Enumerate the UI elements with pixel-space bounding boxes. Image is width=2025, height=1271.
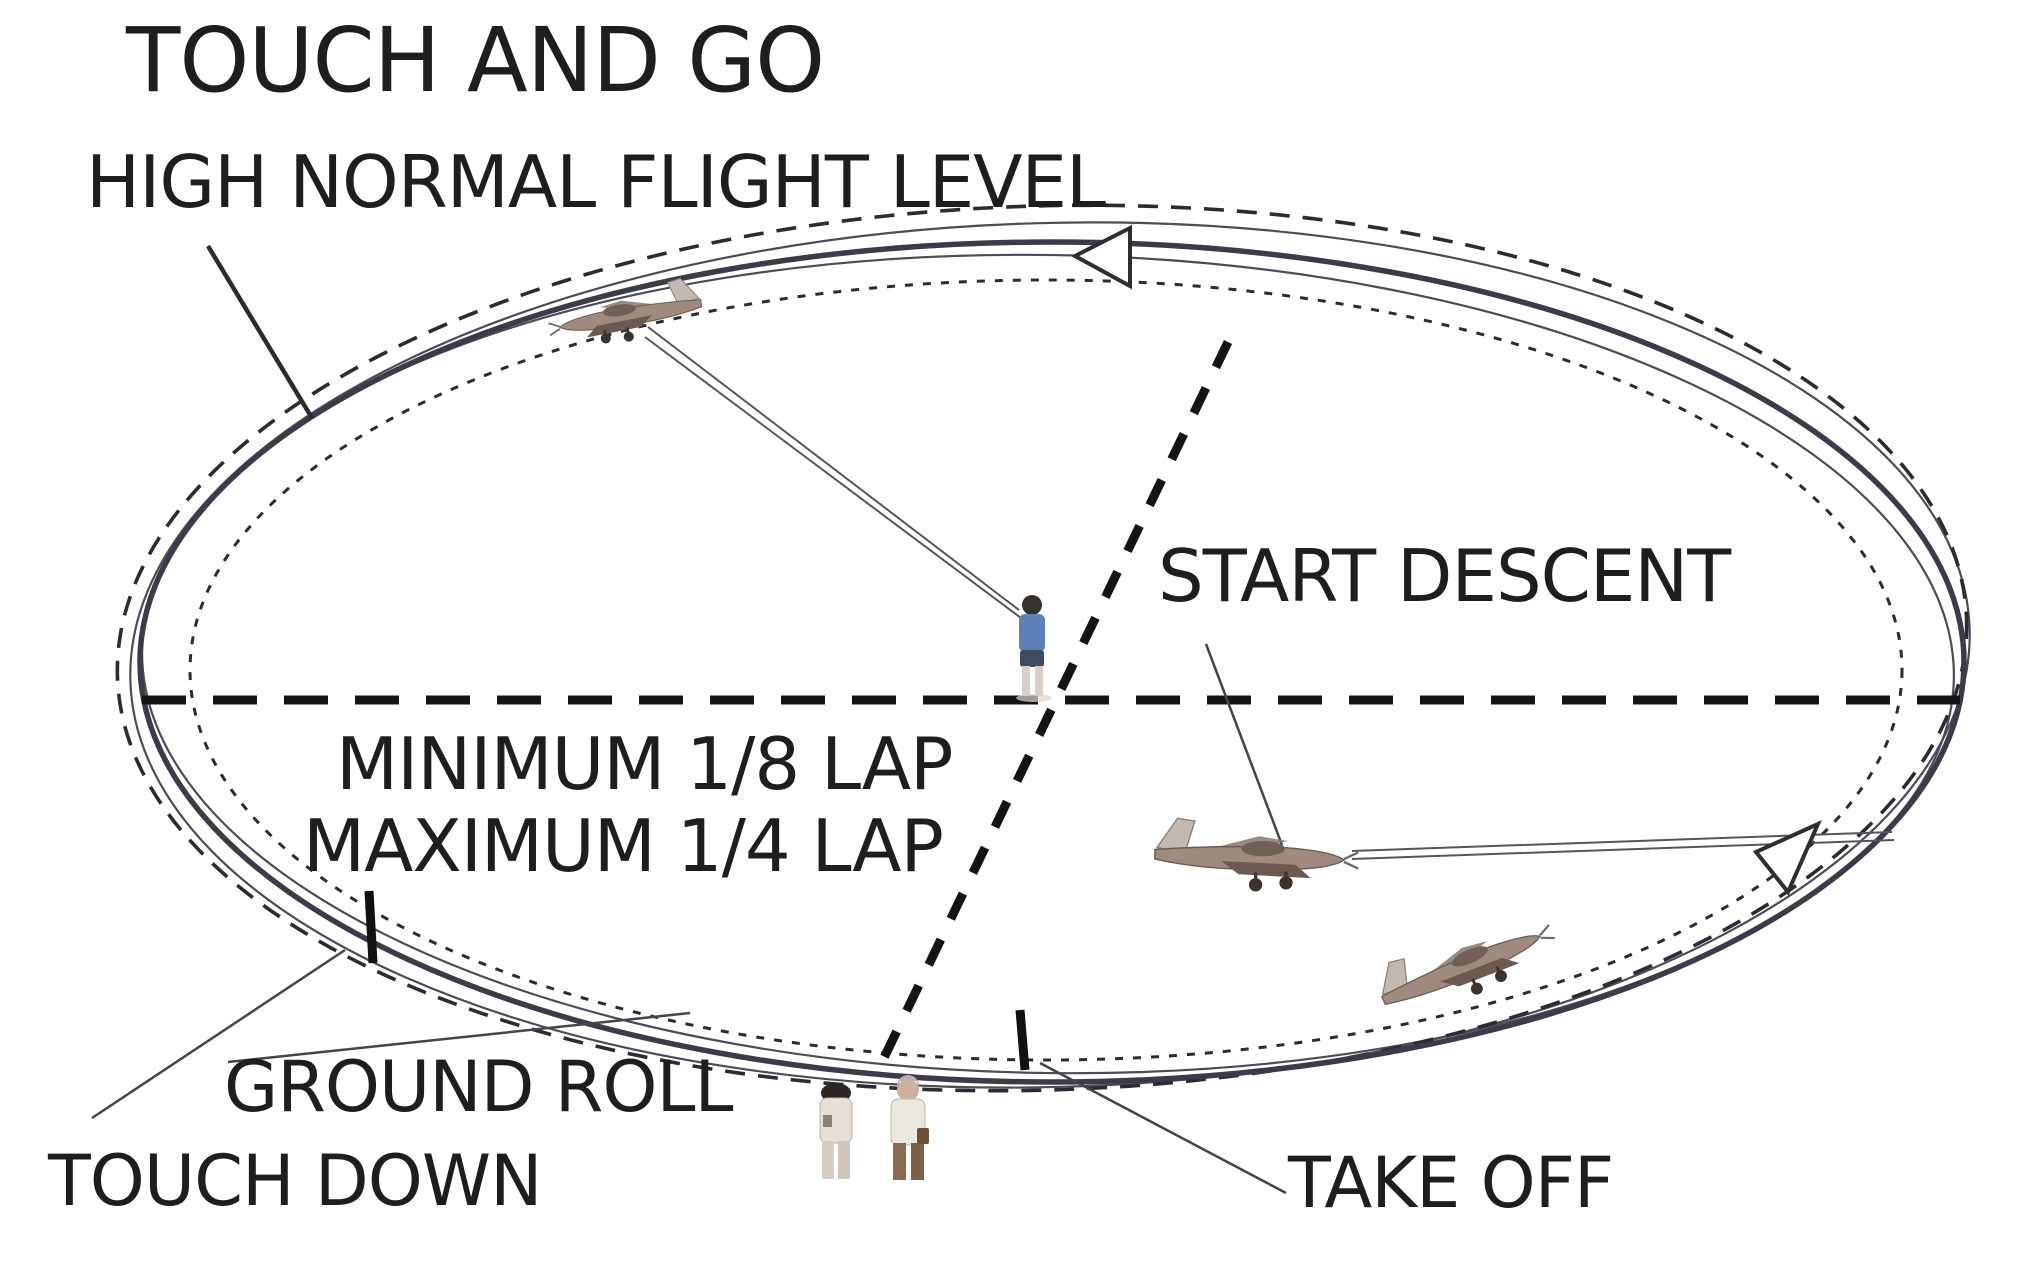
high-normal-leader-line <box>206 244 314 420</box>
spectators-group <box>819 1075 929 1180</box>
pilot-figure <box>1016 595 1052 702</box>
minimum-lap-label: MINIMUM 1/8 LAP <box>336 722 953 806</box>
direction-arrow-top-left-pointing <box>1070 224 1132 290</box>
take-off-tick <box>1015 1009 1030 1071</box>
control-lines-to-pilot <box>644 326 1022 619</box>
take-off-leader-line <box>1039 1061 1287 1195</box>
touch-down-leader-line <box>91 948 346 1120</box>
high-normal-flight-level-path <box>115 203 1969 1093</box>
main-flight-circle <box>137 239 1967 1085</box>
model-airplane-climbing-icon <box>1368 895 1565 1033</box>
direction-arrow-right-up-pointing <box>1752 820 1822 896</box>
model-airplane-start-descent-icon <box>1153 816 1360 894</box>
spectator-left <box>819 1083 853 1179</box>
start-descent-label: START DESCENT <box>1158 534 1731 618</box>
start-descent-leader-line <box>1204 643 1284 846</box>
high-normal-flight-level-label: HIGH NORMAL FLIGHT LEVEL <box>86 140 1106 224</box>
ground-roll-leader-line <box>227 1011 691 1064</box>
level-flight-path-line-outer <box>129 221 1971 1089</box>
take-off-label: TAKE OFF <box>1288 1142 1614 1224</box>
descent-path <box>188 278 1904 1062</box>
touch-down-tick <box>364 890 378 964</box>
model-airplane-top-icon <box>543 274 707 354</box>
touch-down-label: TOUCH DOWN <box>48 1140 542 1222</box>
spectator-right <box>890 1075 929 1180</box>
flight-circle-group <box>115 203 1971 1093</box>
lap-sector-boundary-line <box>877 340 1233 1064</box>
diagram-title: TOUCH AND GO <box>126 8 825 112</box>
ground-roll-label: GROUND ROLL <box>224 1046 733 1128</box>
maximum-lap-label: MAXIMUM 1/4 LAP <box>303 804 944 888</box>
